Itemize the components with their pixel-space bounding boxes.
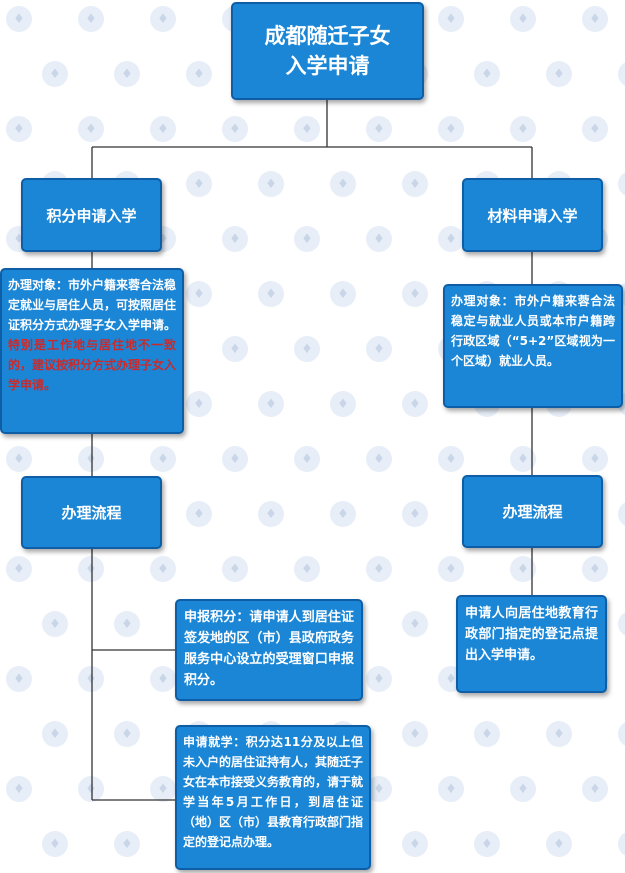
left-step2-box: 申请就学：积分达11分及以上但未入户的居住证持有人，其随迁子女在本市接受义务教育…: [175, 725, 371, 870]
right-step1-text: 申请人向居住地教育行政部门指定的登记点提出入学申请。: [465, 606, 598, 663]
left-step1-text: 申报积分：请申请人到居住证签发地的区（市）县政府政务服务中心设立的受理窗口申报积…: [184, 610, 354, 688]
right-heading-box: 材料申请入学: [462, 178, 603, 252]
right-target-text: 办理对象：市外户籍来蓉合法稳定与就业人员或本市户籍跨行政区域（“5+2”区域视为…: [451, 294, 615, 368]
left-heading-box: 积分申请入学: [21, 178, 162, 252]
right-heading: 材料申请入学: [487, 206, 578, 225]
left-target-highlight: 特别是工作地与居住地不一致的，建议按积分方式办理子女入学申请。: [8, 338, 177, 392]
left-process-box: 办理流程: [21, 476, 162, 549]
root-title-line2: 入学申请: [285, 54, 370, 78]
left-heading: 积分申请入学: [46, 206, 137, 225]
right-process-heading: 办理流程: [502, 503, 563, 521]
left-target-text: 办理对象：市外户籍来蓉合法稳定就业与居住人员，可按照居住证积分方式办理子女入学申…: [8, 278, 177, 332]
left-step2-text: 申请就学：积分达11分及以上但未入户的居住证持有人，其随迁子女在本市接受义务教育…: [183, 735, 364, 849]
right-target-box: 办理对象：市外户籍来蓉合法稳定与就业人员或本市户籍跨行政区域（“5+2”区域视为…: [443, 284, 623, 408]
root-box: 成都随迁子女 入学申请: [231, 2, 424, 100]
right-process-box: 办理流程: [462, 475, 603, 548]
left-target-box: 办理对象：市外户籍来蓉合法稳定就业与居住人员，可按照居住证积分方式办理子女入学申…: [0, 268, 184, 434]
left-process-heading: 办理流程: [61, 504, 122, 522]
root-title-line1: 成都随迁子女: [264, 24, 391, 48]
left-step1-box: 申报积分：请申请人到居住证签发地的区（市）县政府政务服务中心设立的受理窗口申报积…: [175, 599, 363, 701]
right-step1-box: 申请人向居住地教育行政部门指定的登记点提出入学申请。: [456, 595, 607, 693]
